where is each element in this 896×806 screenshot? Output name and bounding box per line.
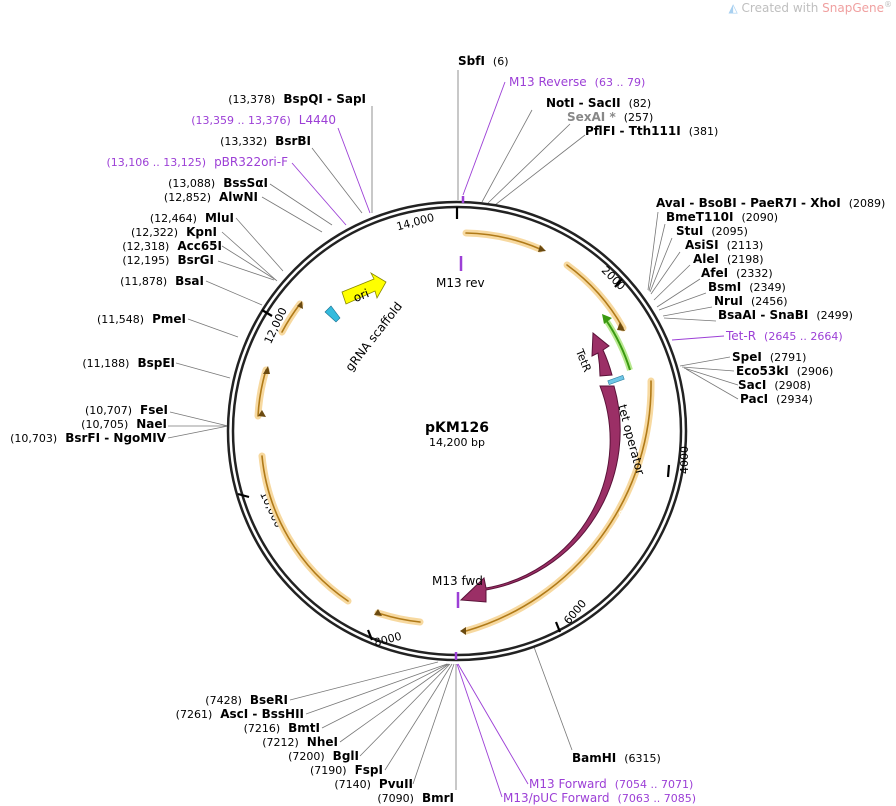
enzyme-naei: (10,705)NaeI xyxy=(81,417,167,431)
enzyme-asisi: AsiSI(2113) xyxy=(685,238,763,252)
primer-pbr322ori-f: (13,106 .. 13,125)pBR322ori-F xyxy=(107,155,289,169)
enzyme-alwni: (12,852)AlwNI xyxy=(164,190,258,204)
enzyme-nrui: NruI(2456) xyxy=(714,294,788,308)
enzyme-paci: PacI(2934) xyxy=(740,392,813,406)
enzyme-acc65i: (12,318)Acc65I xyxy=(122,239,222,253)
tick-4000: 4000 xyxy=(678,446,691,474)
enzyme-bsaai: BsaAI - SnaBI(2499) xyxy=(718,308,853,322)
ori-feature xyxy=(341,271,387,305)
backbone-ticks xyxy=(237,207,671,641)
enzyme-bsrbi: (13,332)BsrBI xyxy=(220,134,311,148)
cas9-feature xyxy=(459,385,621,603)
enzyme-kpni: (12,322)KpnI xyxy=(131,225,217,239)
primer-l4440: (13,359 .. 13,376)L4440 xyxy=(191,113,336,127)
enzyme-bsrgi: (12,195)BsrGI xyxy=(122,253,214,267)
enzyme-afei: AfeI(2332) xyxy=(701,266,773,280)
enzyme-eco53ki: Eco53kI(2906) xyxy=(736,364,833,378)
enzyme-sbfi: SbfI(6) xyxy=(458,54,509,68)
enzyme-bspei: (11,188)BspEI xyxy=(82,356,175,370)
enzyme-pflfi: PflFI - Tth111I(381) xyxy=(585,124,718,138)
enzyme-sexai: SexAI *(257) xyxy=(567,110,653,124)
watermark: ◭ Created with SnapGene® xyxy=(728,0,892,15)
enzyme-nhei: (7212)NheI xyxy=(262,735,338,749)
tick-2000: 2000 xyxy=(599,264,628,293)
enzyme-avai: AvaI - BsoBI - PaeR7I - XhoI(2089) xyxy=(656,196,885,210)
primer-leaders xyxy=(291,81,725,798)
enzyme-saci: SacI(2908) xyxy=(738,378,811,392)
m13-rev-label: M13 rev xyxy=(436,276,485,290)
enzyme-alei: AleI(2198) xyxy=(693,252,764,266)
enzyme-pmei: (11,548)PmeI xyxy=(97,312,186,326)
m13-fwd-label: M13 fwd xyxy=(432,574,483,588)
grna-scaffold-feature xyxy=(324,305,341,323)
enzyme-bmri: (7090)BmrI xyxy=(377,791,454,805)
enzyme-mlui: (12,464)MluI xyxy=(150,211,234,225)
grna-scaffold-label: gRNA scaffold xyxy=(343,299,406,374)
orf-arrows xyxy=(254,229,655,635)
enzyme-pvuii: (7140)PvuII xyxy=(334,777,413,791)
enzyme-bsai: (11,878)BsaI xyxy=(120,274,204,288)
primer-m13-puc-forward: M13/pUC Forward(7063 .. 7085) xyxy=(503,791,696,805)
watermark-prefix: Created with xyxy=(741,1,823,15)
enzyme-bmti: (7216)BmtI xyxy=(244,721,320,735)
plasmid-name: pKM126 xyxy=(425,420,489,436)
ori-label: ori xyxy=(351,286,371,305)
enzyme-fspi: (7190)FspI xyxy=(310,763,383,777)
enzyme-bgli: (7200)BglI xyxy=(288,749,359,763)
enzyme-spei: SpeI(2791) xyxy=(732,350,806,364)
tet-operator-feature xyxy=(607,374,625,386)
enzyme-bsssai: (13,088)BssSαI xyxy=(168,176,268,190)
leader-lines xyxy=(167,70,739,790)
enzyme-asci: (7261)AscI - BssHII xyxy=(176,707,304,721)
primer-m13-reverse: M13 Reverse(63 .. 79) xyxy=(509,75,645,89)
primer-tet-r: Tet-R(2645 .. 2664) xyxy=(725,329,843,343)
enzyme-fsei: (10,707)FseI xyxy=(85,403,168,417)
enzyme-bspqi: (13,378)BspQI - SapI xyxy=(228,92,366,106)
enzyme-bamhi: BamHI(6315) xyxy=(572,751,661,765)
enzyme-bsmi: BsmI(2349) xyxy=(708,280,786,294)
primer-marks xyxy=(454,196,465,660)
primer-m13-forward: M13 Forward(7054 .. 7071) xyxy=(529,777,693,791)
plasmid-size: 14,200 bp xyxy=(429,436,485,449)
watermark-reg: ® xyxy=(884,0,892,9)
enzyme-stui: StuI(2095) xyxy=(676,224,748,238)
tetr-promoter-arrow xyxy=(602,314,633,371)
enzyme-noti: NotI - SacII(82) xyxy=(546,96,651,110)
enzyme-bmet110i: BmeT110I(2090) xyxy=(666,210,778,224)
tetr-feature xyxy=(591,331,613,377)
enzyme-bseri: (7428)BseRI xyxy=(205,693,288,707)
snapgene-logo-icon: ◭ xyxy=(728,1,738,15)
tetr-label: TetR xyxy=(573,346,594,374)
enzyme-bsrfi: (10,703)BsrFI - NgoMIV xyxy=(10,431,167,445)
watermark-brand: SnapGene xyxy=(822,1,884,15)
